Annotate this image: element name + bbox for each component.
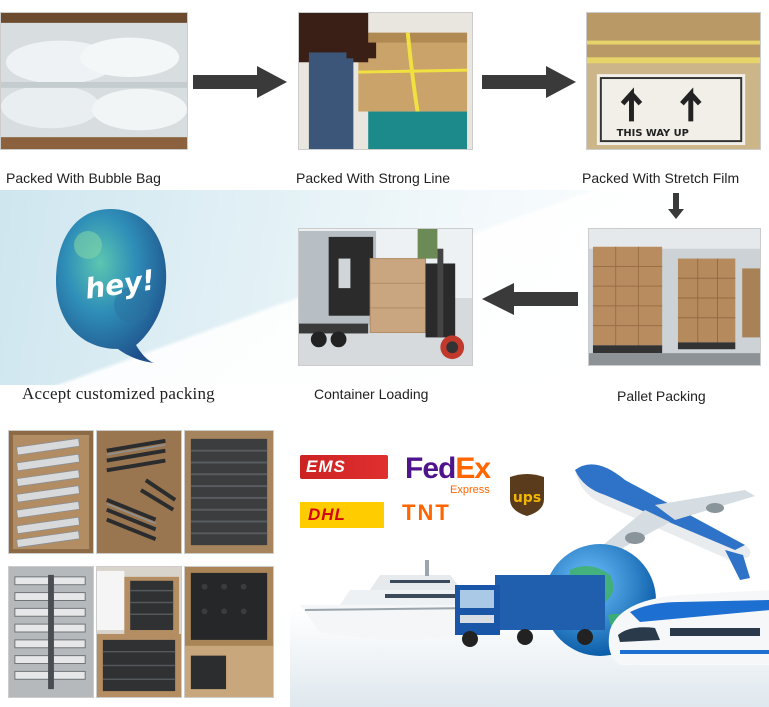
ups-logo: ups	[508, 473, 546, 517]
product-photo-2	[96, 430, 182, 554]
this-way-up-label: THIS WAY UP	[617, 128, 689, 139]
product-photo-1	[8, 430, 94, 554]
strong-line-photo	[298, 12, 473, 150]
product-photo-6	[184, 566, 274, 698]
caption-container-loading: Container Loading	[314, 386, 429, 402]
caption-customized-packing: Accept customized packing	[22, 384, 215, 403]
container-loading-photo	[298, 228, 473, 366]
arrow-left	[482, 283, 578, 315]
fedex-express-text: Express	[450, 484, 490, 496]
bubble-bag-photo	[0, 12, 188, 150]
tnt-logo: TNT	[402, 500, 451, 526]
stretch-film-photo: THIS WAY UP	[586, 12, 761, 150]
speech-bubble-graphic	[56, 209, 167, 363]
arrow-right-1	[193, 66, 287, 98]
fedex-logo: FedEx	[405, 452, 491, 486]
ups-logo-text: ups	[513, 490, 541, 506]
arrow-right-2	[482, 66, 576, 98]
arrow-down	[668, 193, 684, 219]
product-photo-4	[8, 566, 94, 698]
caption-bubble-bag: Packed With Bubble Bag	[6, 170, 161, 186]
pallet-packing-photo	[588, 228, 761, 366]
dhl-logo: DHL	[300, 502, 384, 528]
product-photo-5	[96, 566, 182, 698]
caption-pallet-packing: Pallet Packing	[617, 388, 706, 404]
ems-logo-text: EMS	[306, 457, 346, 476]
caption-strong-line: Packed With Strong Line	[296, 170, 451, 186]
dhl-logo-text: DHL	[308, 505, 346, 524]
ems-logo: EMS	[300, 455, 388, 479]
tnt-logo-text: TNT	[402, 500, 451, 525]
fedex-ex-text: Ex	[455, 452, 491, 485]
product-photo-3	[184, 430, 274, 554]
fedex-fed-text: Fed	[405, 452, 456, 485]
caption-stretch-film: Packed With Stretch Film	[582, 170, 740, 186]
transport-collage-graphic	[290, 464, 769, 707]
